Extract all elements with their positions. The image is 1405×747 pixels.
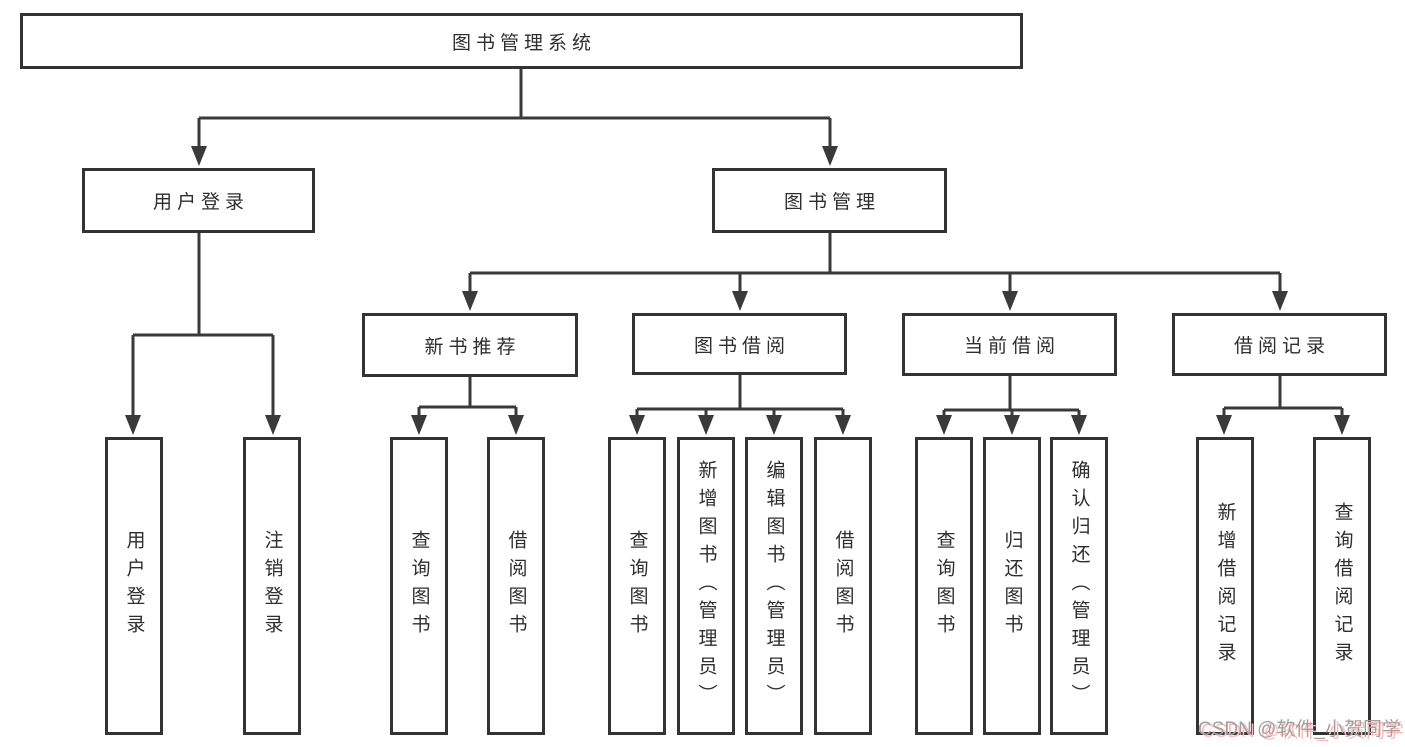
leaf-add-borrow-record: 新增借阅记录 [1196, 437, 1254, 735]
leaf-add-book-admin: 新增图书（管理员） [677, 437, 735, 735]
leaf-query-books-current: 查询图书 [915, 437, 973, 735]
leaf-edit-book-admin: 编辑图书（管理员） [745, 437, 803, 735]
node-library-management-system: 图书管理系统 [20, 13, 1023, 69]
leaf-borrow-books-recommend: 借阅图书 [487, 437, 545, 735]
leaf-query-books-recommend: 查询图书 [390, 437, 448, 735]
node-book-borrow: 图书借阅 [632, 313, 847, 375]
node-borrow-records: 借阅记录 [1172, 313, 1387, 376]
leaf-confirm-return-admin: 确认归还（管理员） [1050, 437, 1108, 735]
leaf-logout: 注销登录 [243, 437, 301, 735]
node-book-management: 图书管理 [712, 168, 947, 233]
node-new-book-recommend: 新书推荐 [362, 313, 578, 377]
node-current-borrow: 当前借阅 [902, 313, 1117, 376]
leaf-query-books-borrow: 查询图书 [608, 437, 666, 735]
leaf-query-borrow-record: 查询借阅记录 [1313, 437, 1371, 735]
leaf-user-login: 用户登录 [105, 437, 163, 735]
leaf-return-books: 归还图书 [983, 437, 1041, 735]
leaf-borrow-books: 借阅图书 [814, 437, 872, 735]
node-user-login: 用户登录 [82, 168, 315, 233]
